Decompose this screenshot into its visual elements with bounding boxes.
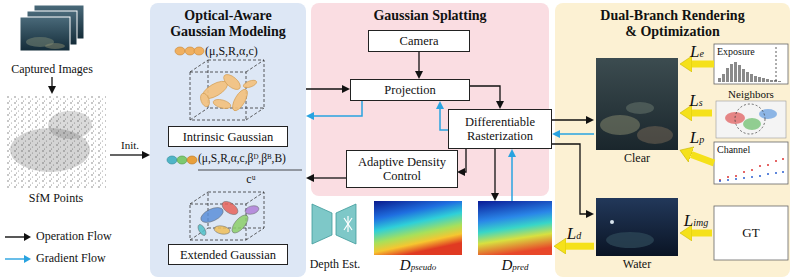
node-label: Depth Est. (303, 258, 367, 272)
depth-map: Dpseudo (372, 201, 464, 274)
network-icon: Depth Est. (303, 200, 367, 272)
node-label: GT (712, 226, 790, 241)
loss-arrow (692, 110, 712, 117)
gaussian-box: Extended Gaussian (168, 244, 288, 265)
node-label: Captured Images (2, 63, 102, 77)
depth-map-image (478, 201, 552, 255)
loss-arrow (566, 243, 594, 250)
node-label: Clear (594, 152, 680, 166)
panel-ground (311, 3, 549, 196)
node-label: Differentiable Rasterization (449, 115, 551, 143)
node-label: Extended Gaussian (177, 248, 279, 262)
gradient-arrow (440, 109, 448, 130)
node-label: Neighbors (712, 88, 790, 101)
extended-cube (190, 192, 264, 240)
gradient-arrow (314, 101, 362, 116)
node-label: Intrinsic Gaussian (180, 130, 277, 144)
legend-row: Operation Flow (4, 229, 112, 244)
process-box: Differentiable Rasterization (448, 109, 552, 149)
histogram-panel: Exposure (714, 44, 788, 84)
legend-label: Gradient Flow (36, 251, 106, 266)
legend-label: Operation Flow (36, 229, 112, 244)
node-label: Adaptive Density Control (347, 155, 457, 183)
rendered-image: Clear (594, 58, 680, 166)
edge-label: Init. (121, 140, 139, 151)
neighbor-image (716, 101, 786, 138)
flow-arrow (552, 144, 586, 214)
gradient-arrow (511, 157, 513, 201)
node-label: SfM Points (2, 192, 110, 206)
flow-arrow (110, 154, 142, 155)
channel-scatter (714, 142, 788, 184)
water-image (596, 198, 678, 256)
legend-sample (4, 253, 32, 265)
panel-title: Gaussian Splatting (325, 8, 535, 24)
loss-label: Lp (690, 129, 704, 146)
gaussian-box: Intrinsic Gaussian (168, 126, 288, 147)
process-box: Camera (368, 30, 470, 52)
loss-label: Ld (567, 225, 581, 242)
neighbor-panel: Neighbors (712, 88, 790, 138)
node-label: Exposure (717, 46, 755, 58)
loss-arrow (692, 61, 714, 68)
module-panel: Gaussian SplattingCameraProjectionDiffer… (311, 3, 549, 196)
node-label: Camera (397, 34, 442, 48)
loss-arrow (691, 154, 714, 163)
flow-arrow (51, 77, 52, 86)
clear-image (596, 58, 678, 150)
legend-sample (4, 231, 32, 243)
panel-ground (150, 3, 306, 277)
rendered-image: Water (594, 198, 680, 272)
node-label: Projection (381, 83, 438, 97)
depth-map-image (374, 201, 462, 255)
node-label: Dpred (476, 257, 554, 274)
loss-label: Limg (684, 212, 708, 229)
process-box: Adaptive Density Control (346, 150, 458, 188)
formula-label: (μ,S,R,α,c,βᴰ,βᴮ,B) (198, 152, 286, 165)
ground-truth-box: GT (712, 206, 790, 260)
panel-title: Optical-Aware Gaussian Modeling (163, 8, 293, 40)
flow-arrow (465, 149, 466, 172)
process-box: Projection (350, 79, 470, 101)
flow-arrow (552, 119, 586, 120)
exposure-histogram (714, 44, 788, 84)
flow-arrow (306, 88, 342, 89)
photo-stack (20, 5, 84, 51)
node-label: Water (594, 258, 680, 272)
point-cloud-image (6, 96, 106, 188)
formula-label: cᵘ (246, 173, 255, 186)
node-label: Channel (717, 144, 750, 156)
module-panel: Dual-Branch Rendering & OptimizationExpo… (555, 3, 790, 277)
panel-title: Dual-Branch Rendering & Optimization (597, 8, 749, 40)
gaussian-cube (190, 60, 264, 120)
flow-arrow (494, 149, 495, 193)
depth-map: Dpred (476, 201, 554, 274)
frozen-network-icon (312, 204, 356, 244)
gradient-arrow (560, 133, 594, 135)
image-stack: Captured Images (2, 3, 102, 77)
node-label: Dpseudo (372, 257, 464, 274)
loss-label: Le (690, 43, 704, 60)
legend-row: Gradient Flow (4, 251, 106, 266)
loss-arrow (692, 230, 712, 237)
gaussian-glyphs (175, 47, 204, 55)
flow-arrow (314, 177, 346, 178)
panel-ground (555, 3, 790, 277)
channel-plot: Channel (714, 142, 788, 184)
point-cloud: SfM Points (2, 94, 110, 206)
flow-arrow (470, 86, 500, 101)
flow-arrow (418, 52, 419, 71)
formula-label: (μ,S,R,α,c) (205, 45, 258, 58)
loss-label: Ls (689, 92, 702, 109)
